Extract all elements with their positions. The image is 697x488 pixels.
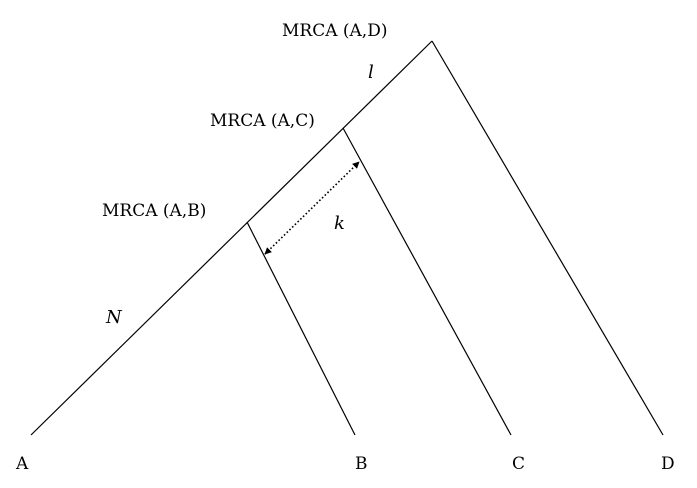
branch-label-l: l <box>368 62 374 83</box>
branch-mrca-ac-to-c <box>342 127 512 436</box>
branch-root-to-d <box>431 40 664 436</box>
node-label-mrca-ad: MRCA (A,D) <box>282 21 387 41</box>
leaf-label-b: B <box>355 454 368 474</box>
branch-a-to-root <box>30 40 433 436</box>
node-label-mrca-ab: MRCA (A,B) <box>102 201 206 221</box>
leaf-label-d: D <box>661 454 675 474</box>
branch-label-k: k <box>334 213 345 234</box>
branch-label-n: N <box>105 307 123 328</box>
leaf-label-a: A <box>15 454 29 474</box>
leaf-label-c: C <box>512 454 525 474</box>
branch-mrca-ab-to-b <box>246 221 356 436</box>
node-label-mrca-ac: MRCA (A,C) <box>210 111 315 131</box>
distance-k-arrow <box>264 161 360 255</box>
